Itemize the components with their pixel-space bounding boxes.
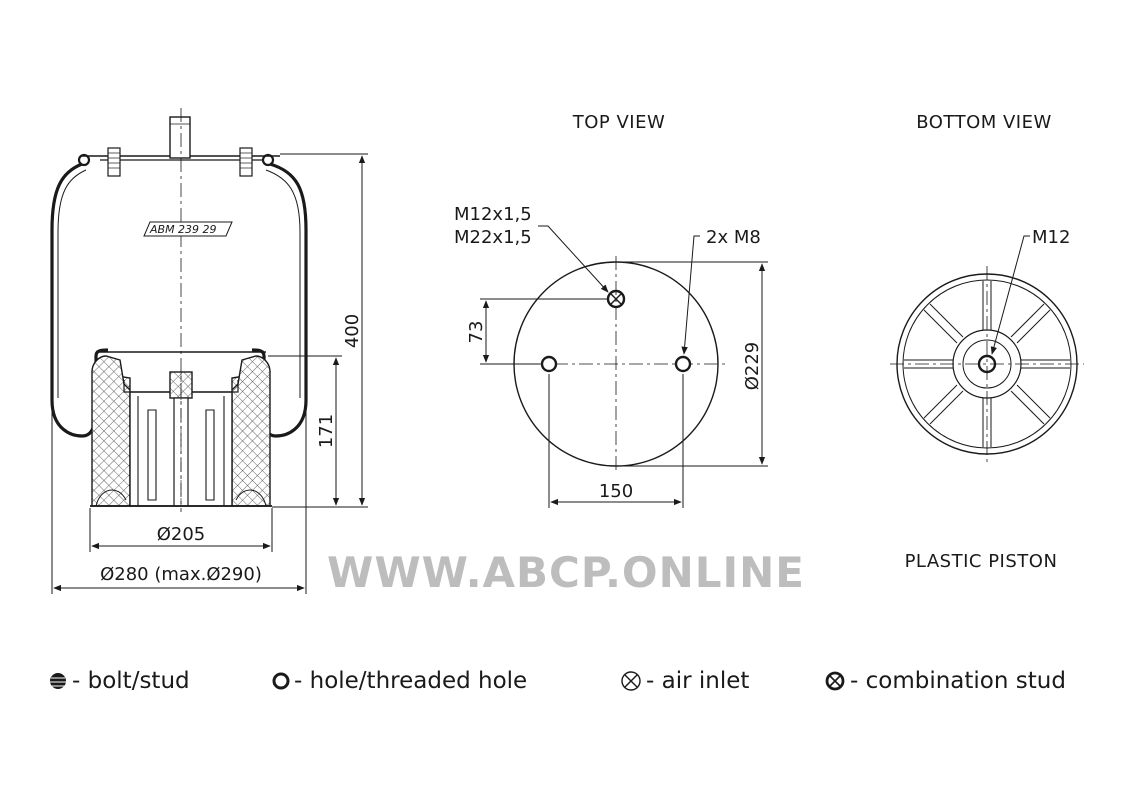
top-view xyxy=(480,225,768,508)
air-inlet-icon xyxy=(621,671,641,691)
air-inlet-stud xyxy=(169,116,191,159)
hole-icon xyxy=(272,672,290,690)
bellow-right xyxy=(251,162,308,438)
bottom-thread-label: M12 xyxy=(1032,227,1070,248)
dim-150: 150 xyxy=(599,481,633,502)
legend-air-label: - air inlet xyxy=(646,668,749,694)
bottom-view-title: BOTTOM VIEW xyxy=(916,112,1052,133)
part-number: ABM 239 29 xyxy=(149,223,217,236)
side-view xyxy=(50,108,308,512)
bottom-view xyxy=(890,235,1084,462)
dim-280: Ø280 (max.Ø290) xyxy=(100,564,262,585)
bolts-label: 2x M8 xyxy=(706,227,761,248)
combination-stud-icon xyxy=(825,671,845,691)
legend-hole-label: - hole/threaded hole xyxy=(294,668,527,694)
watermark: WWW.ABCP.ONLINE xyxy=(327,548,805,597)
dim-205: Ø205 xyxy=(157,524,206,545)
bolt-stud-icon xyxy=(50,673,66,689)
bolt-hole-left xyxy=(540,355,558,373)
top-bolt-right xyxy=(239,147,253,177)
side-dimensions xyxy=(51,153,368,594)
dim-171: 171 xyxy=(316,414,337,448)
top-bolt-left xyxy=(107,147,121,177)
legend: - bolt/stud - hole/threaded hole - air i… xyxy=(50,668,1066,694)
dim-229: Ø229 xyxy=(742,342,763,391)
thread-label-1: M12x1,5 xyxy=(454,204,532,225)
legend-combination-label: - combination stud xyxy=(850,668,1066,694)
top-view-title: TOP VIEW xyxy=(572,112,666,133)
bellow-left xyxy=(50,162,109,438)
part-tag: ABM 239 29 xyxy=(143,221,233,237)
bolt-hole-right xyxy=(674,355,692,373)
thread-label-2: M22x1,5 xyxy=(454,227,532,248)
piston-label: PLASTIC PISTON xyxy=(905,551,1058,572)
dim-73: 73 xyxy=(466,321,487,344)
legend-bolt-label: - bolt/stud xyxy=(72,668,190,694)
dim-400: 400 xyxy=(342,314,363,348)
